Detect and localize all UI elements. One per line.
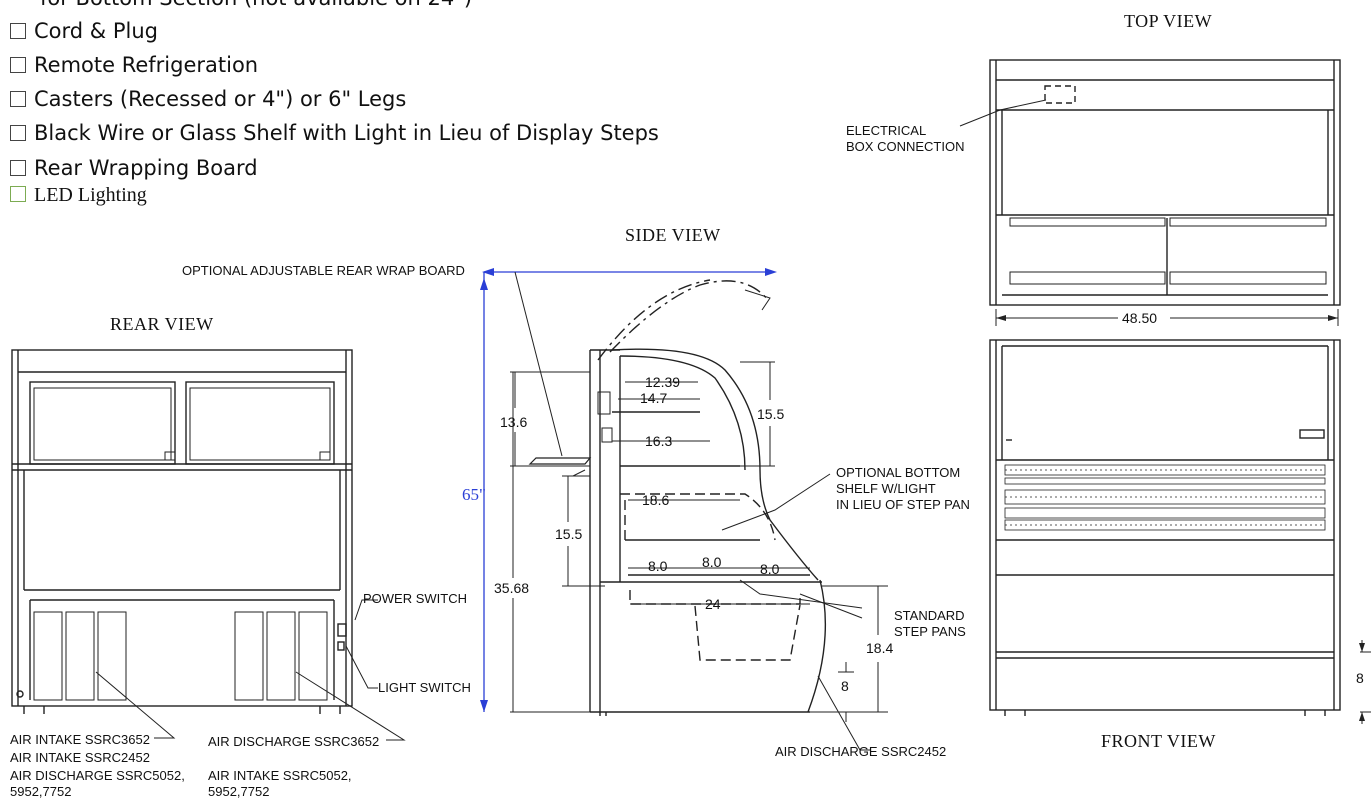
option-shelf: Black Wire or Glass Shelf with Light in …	[10, 121, 659, 145]
dim-15-5-left: 15.5	[555, 526, 583, 542]
dim-18-6: 18.6	[642, 492, 670, 508]
label-step-pans-1: STANDARD	[894, 608, 965, 623]
label-air-intake-3652: AIR INTAKE SSRC3652	[10, 732, 150, 747]
label-air-discharge-2452: AIR DISCHARGE SSRC2452	[775, 744, 947, 759]
label-air-intake-5052-2: 5952,7752	[208, 784, 270, 799]
dim-8-0-c: 8.0	[760, 561, 780, 577]
option-partial: for Bottom Section (not available on 24"…	[40, 0, 472, 10]
dim-8-side: 8	[841, 678, 849, 694]
checkbox-icon	[10, 23, 26, 39]
dim-18-4: 18.4	[866, 640, 894, 656]
label-step-pans-2: STEP PANS	[894, 624, 966, 639]
checkbox-icon	[10, 57, 26, 73]
dim-8-front: 8	[1356, 670, 1364, 686]
title-side-view: SIDE VIEW	[625, 225, 721, 245]
dim-8-0-b: 8.0	[702, 554, 722, 570]
label-air-intake-2452: AIR INTAKE SSRC2452	[10, 750, 150, 765]
dim-8-0-a: 8.0	[648, 558, 668, 574]
front-view-drawing	[989, 339, 1341, 716]
title-rear-view: REAR VIEW	[110, 314, 214, 334]
title-top-view: TOP VIEW	[1124, 11, 1213, 31]
option-remote-refrigeration: Remote Refrigeration	[10, 53, 258, 77]
checkbox-icon	[10, 160, 26, 176]
dim-15-5-top: 15.5	[757, 406, 785, 422]
label-light-switch: LIGHT SWITCH	[378, 680, 471, 695]
label-air-intake-5052-1: AIR INTAKE SSRC5052,	[208, 768, 352, 783]
label-rear-wrap: OPTIONAL ADJUSTABLE REAR WRAP BOARD	[182, 263, 465, 278]
label-air-discharge-3652: AIR DISCHARGE SSRC3652	[208, 734, 380, 749]
title-front-view: FRONT VIEW	[1101, 731, 1216, 751]
side-view-drawing	[528, 279, 827, 716]
label-power-switch: POWER SWITCH	[363, 591, 467, 606]
label-electrical-1: ELECTRICAL	[846, 123, 927, 138]
dim-overall-height: 65"	[462, 485, 486, 504]
dim-16-3: 16.3	[645, 433, 673, 449]
dim-24: 24	[705, 596, 721, 612]
label-electrical-2: BOX CONNECTION	[846, 139, 965, 154]
checkbox-icon	[10, 91, 26, 107]
checkbox-icon	[10, 186, 26, 202]
top-view-drawing	[989, 59, 1341, 306]
option-led: LED Lighting	[10, 184, 147, 207]
rear-view-drawing	[11, 349, 353, 714]
option-cord-plug: Cord & Plug	[10, 19, 158, 43]
label-bottom-shelf-1: OPTIONAL BOTTOM	[836, 465, 961, 480]
option-rear-wrap: Rear Wrapping Board	[10, 156, 258, 180]
dim-top-width: 48.50	[1122, 310, 1158, 326]
label-air-discharge-5052-2: 5952,7752	[10, 784, 72, 799]
label-bottom-shelf-3: IN LIEU OF STEP PAN	[836, 497, 970, 512]
label-air-discharge-5052-1: AIR DISCHARGE SSRC5052,	[10, 768, 185, 783]
dim-13-6: 13.6	[500, 414, 528, 430]
checkbox-icon	[10, 125, 26, 141]
label-bottom-shelf-2: SHELF W/LIGHT	[836, 481, 936, 496]
dim-14-7: 14.7	[640, 390, 668, 406]
dim-35-68: 35.68	[494, 580, 530, 596]
dim-12-39: 12.39	[645, 374, 681, 390]
option-casters: Casters (Recessed or 4") or 6" Legs	[10, 87, 406, 111]
